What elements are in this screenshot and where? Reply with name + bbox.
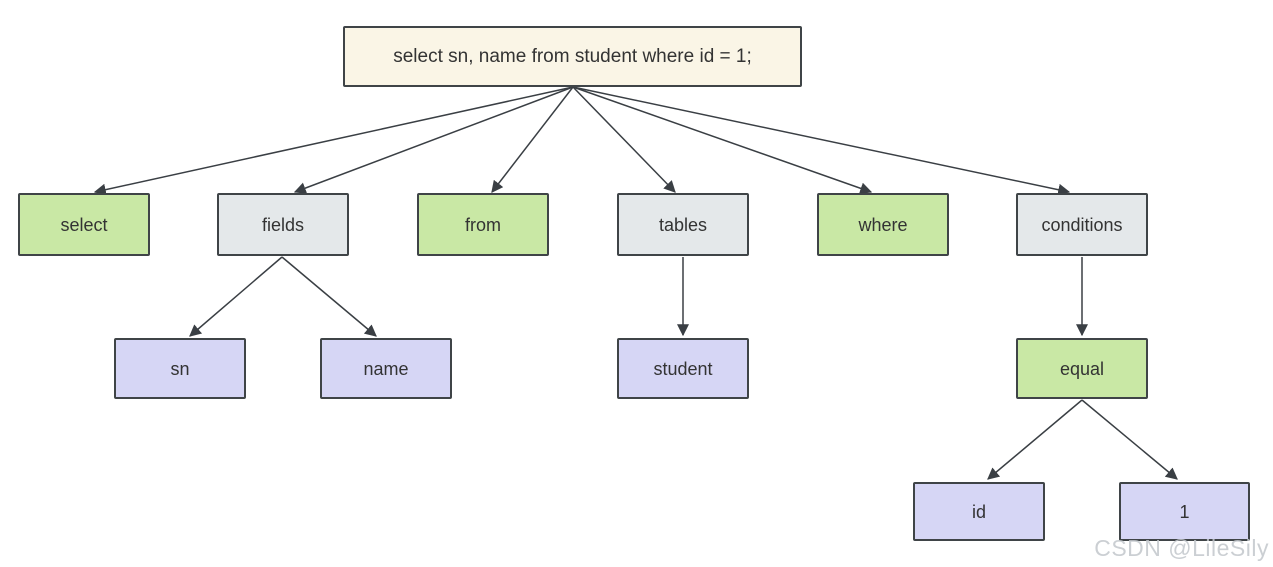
edge-root-fields xyxy=(293,86,574,194)
edge-root-conditions xyxy=(572,86,1071,196)
node-conditions: conditions xyxy=(1016,193,1148,256)
node-sn: sn xyxy=(114,338,246,399)
edge-root-from xyxy=(491,86,574,193)
node-tables: tables xyxy=(617,193,749,256)
edge-root-where xyxy=(572,86,873,195)
node-fields: fields xyxy=(217,193,349,256)
csdn-watermark: CSDN @LileSily xyxy=(1094,535,1269,561)
edge-root-tables xyxy=(572,86,676,193)
node-from: from xyxy=(417,193,549,256)
node-1: 1 xyxy=(1119,482,1250,541)
node-equal: equal xyxy=(1016,338,1148,399)
edge-equal-id xyxy=(987,399,1083,480)
node-select: select xyxy=(18,193,150,256)
node-id: id xyxy=(913,482,1045,541)
edge-equal-1 xyxy=(1081,399,1178,480)
node-where: where xyxy=(817,193,949,256)
edge-fields-name xyxy=(281,256,377,337)
node-name: name xyxy=(320,338,452,399)
node-root-statement: select sn, name from student where id = … xyxy=(343,26,802,87)
node-student: student xyxy=(617,338,749,399)
edge-fields-sn xyxy=(189,256,283,337)
edge-root-select xyxy=(93,86,574,196)
